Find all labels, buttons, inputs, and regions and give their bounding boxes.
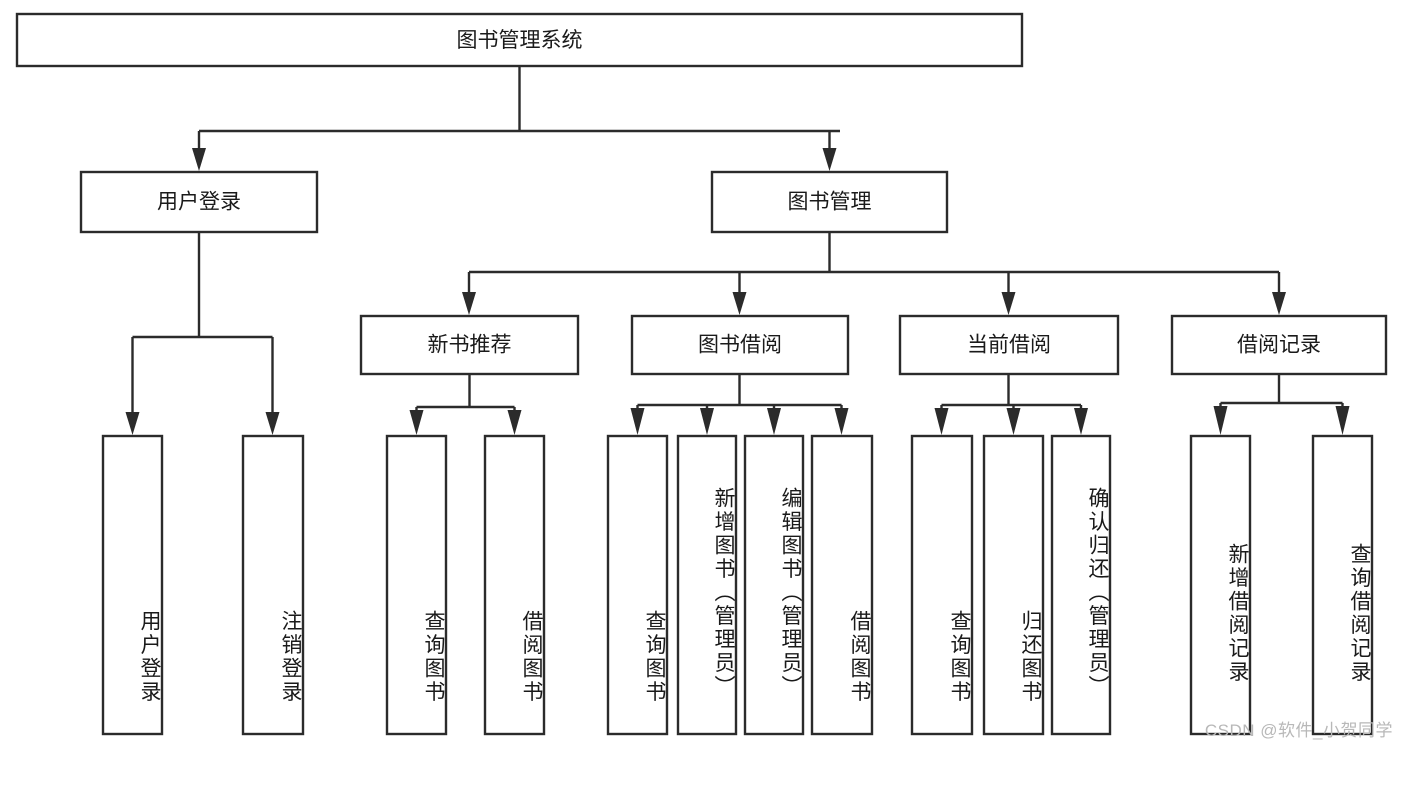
- arrow-head-icon: [1006, 408, 1021, 435]
- connector-group-book-borrow: [630, 374, 849, 435]
- node-book-borrow-label: 图书借阅: [698, 334, 782, 357]
- leaf-box-return-book[interactable]: [982, 434, 1045, 736]
- node-user-login-label: 用户登录: [157, 191, 241, 214]
- node-borrow-record-label: 借阅记录: [1237, 334, 1321, 357]
- arrow-head-icon: [1335, 406, 1350, 435]
- flowchart-canvas: 图书管理系统 用户登录 图书管理 新书推荐 图书借阅 当前借阅 借阅记录: [15, 12, 1388, 736]
- arrow-head-icon: [1074, 408, 1088, 435]
- node-current-borrow[interactable]: 当前借阅: [898, 314, 1120, 376]
- arrow-head-icon: [630, 408, 645, 435]
- connector-group-borrow-record: [1213, 374, 1350, 435]
- node-book-management[interactable]: 图书管理: [710, 170, 949, 234]
- node-book-management-label: 图书管理: [788, 191, 872, 214]
- arrow-head-icon: [934, 408, 949, 435]
- leaf-box-borrow-book[interactable]: [810, 434, 874, 736]
- connector-group-book-manage: [462, 232, 1286, 315]
- node-new-book-recommend[interactable]: 新书推荐: [359, 314, 580, 376]
- arrow-head-icon: [462, 292, 476, 315]
- leaf-box-add-borrow-record[interactable]: [1189, 434, 1252, 736]
- node-book-borrow[interactable]: 图书借阅: [630, 314, 850, 376]
- arrow-head-icon: [732, 292, 747, 315]
- leaf-box-add-book-admin[interactable]: [676, 434, 738, 736]
- arrow-head-icon: [822, 148, 837, 171]
- node-root[interactable]: 图书管理系统: [15, 12, 1024, 68]
- arrow-head-icon: [1213, 406, 1228, 435]
- arrow-head-icon: [834, 408, 849, 435]
- arrow-head-icon: [700, 408, 714, 435]
- connector-group-user-login: [125, 232, 280, 435]
- node-borrow-record-box[interactable]: [1170, 314, 1388, 376]
- node-user-login-box[interactable]: [79, 170, 319, 234]
- arrow-head-icon: [1001, 292, 1016, 315]
- node-book-management-box[interactable]: [710, 170, 949, 234]
- leaf-box-query-book-borrow[interactable]: [606, 434, 669, 736]
- connector-group-root: [192, 66, 840, 171]
- arrow-head-icon: [1272, 292, 1286, 315]
- csdn-watermark: CSDN @软件_小贺同学: [1204, 721, 1393, 740]
- node-root-box[interactable]: [15, 12, 1024, 68]
- node-borrow-record[interactable]: 借阅记录: [1170, 314, 1388, 376]
- leaf-box-query-book-current[interactable]: [910, 434, 974, 736]
- org-chart-diagram: 图书管理系统 用户登录 图书管理 新书推荐 图书借阅 当前借阅 借阅记录: [15, 12, 1393, 740]
- node-new-book-recommend-label: 新书推荐: [428, 334, 512, 357]
- node-current-borrow-label: 当前借阅: [967, 334, 1051, 357]
- leaf-box-edit-book-admin[interactable]: [743, 434, 805, 736]
- leaf-box-logout[interactable]: [241, 434, 305, 736]
- node-current-borrow-box[interactable]: [898, 314, 1120, 376]
- leaf-box-confirm-return-admin[interactable]: [1050, 434, 1112, 736]
- arrow-head-icon: [767, 408, 781, 435]
- arrow-head-icon: [507, 410, 522, 435]
- node-user-login[interactable]: 用户登录: [79, 170, 319, 234]
- arrow-head-icon: [409, 410, 424, 435]
- node-book-borrow-box[interactable]: [630, 314, 850, 376]
- node-new-book-recommend-box[interactable]: [359, 314, 580, 376]
- leaf-box-user-login[interactable]: [101, 434, 164, 736]
- arrow-head-icon: [192, 148, 206, 171]
- leaf-box-query-book-new[interactable]: [385, 434, 448, 736]
- node-root-label: 图书管理系统: [457, 29, 583, 52]
- leaf-box-query-borrow-record[interactable]: [1311, 434, 1374, 736]
- arrow-head-icon: [125, 412, 140, 435]
- leaf-box-borrow-book-new[interactable]: [483, 434, 546, 736]
- connector-group-new-book: [409, 374, 522, 435]
- arrow-head-icon: [265, 412, 280, 435]
- connector-group-current-borrow: [934, 374, 1088, 435]
